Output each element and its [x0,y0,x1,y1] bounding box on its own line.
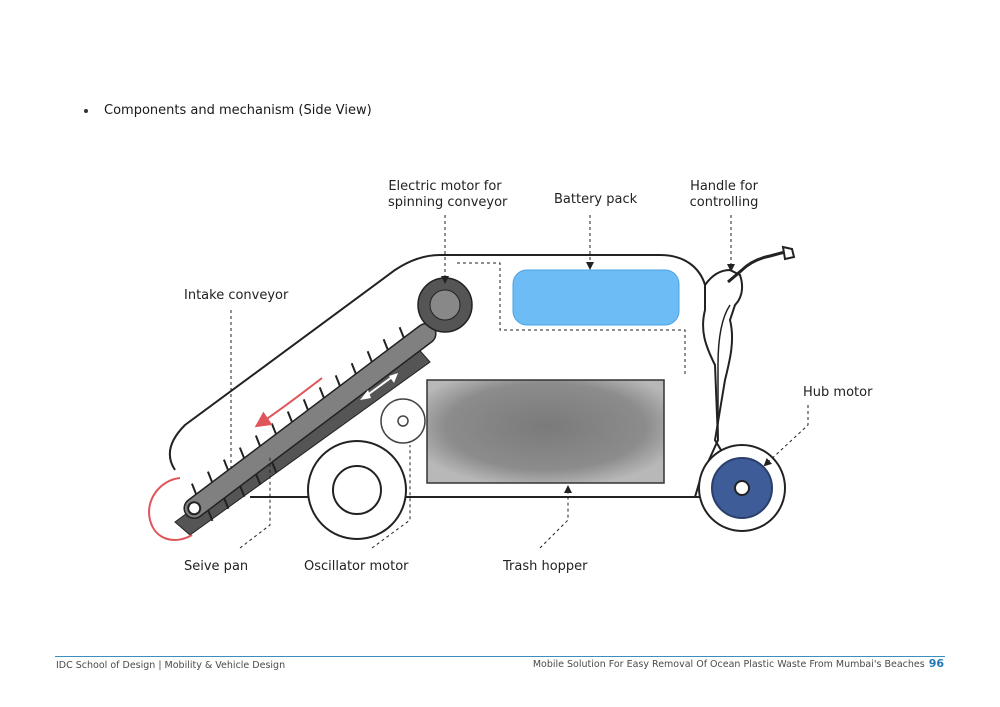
label-intake-conveyor: Intake conveyor [184,288,289,303]
trash-hopper-box [426,379,665,484]
battery-pack [512,269,680,326]
handle-grip [781,245,796,261]
vehicle-body-outline [168,254,720,498]
label-trash-hopper: Trash hopper [503,559,588,574]
label-battery-pack: Battery pack [554,192,638,207]
label-electric-motor-line2: spinning conveyor [388,195,508,210]
footer-right: Mobile Solution For Easy Removal Of Ocea… [533,657,944,670]
bullet-dot [84,108,88,113]
label-handle-line1: Handle for [690,179,758,194]
label-seive-pan: Seive pan [184,559,249,574]
label-electric-motor-line1: Electric motor for [388,179,502,194]
oscillation-arrow [365,376,393,397]
oscillator-motor-center [397,415,409,427]
label-handle-line2: controlling [689,195,759,210]
handle-fork [704,268,744,486]
label-hub-motor: Hub motor [803,385,873,400]
rear-wheel-hub [332,465,382,515]
section-heading: Components and mechanism (Side View) [84,103,372,118]
leader-seive [239,455,271,549]
intake-loop-arrow [148,477,193,541]
footer-title: Mobile Solution For Easy Removal Of Ocea… [532,659,925,670]
label-handle: Handle for controlling [684,179,764,211]
intake-direction-arrow [254,377,323,428]
footer-divider [55,656,945,657]
leader-hub-motor [763,405,809,467]
fork-inner [717,304,731,440]
label-electric-motor: Electric motor for spinning conveyor [388,179,508,211]
heading-text: Components and mechanism (Side View) [104,103,372,118]
handle-bar [727,250,786,284]
hub-motor-axle [734,480,750,496]
oscillation-arrow-head-1 [360,390,371,400]
intake-conveyor [183,322,437,522]
label-oscillator-motor: Oscillator motor [304,559,409,574]
leader-trash [539,485,572,549]
wire-route [457,262,686,375]
electric-motor-inner [429,289,461,321]
footer-left-text: IDC School of Design | Mobility & Vehicl… [56,660,286,671]
oscillation-arrow-head-2 [389,373,398,383]
page-number: 96 [928,657,944,670]
leader-oscillator [371,445,411,549]
